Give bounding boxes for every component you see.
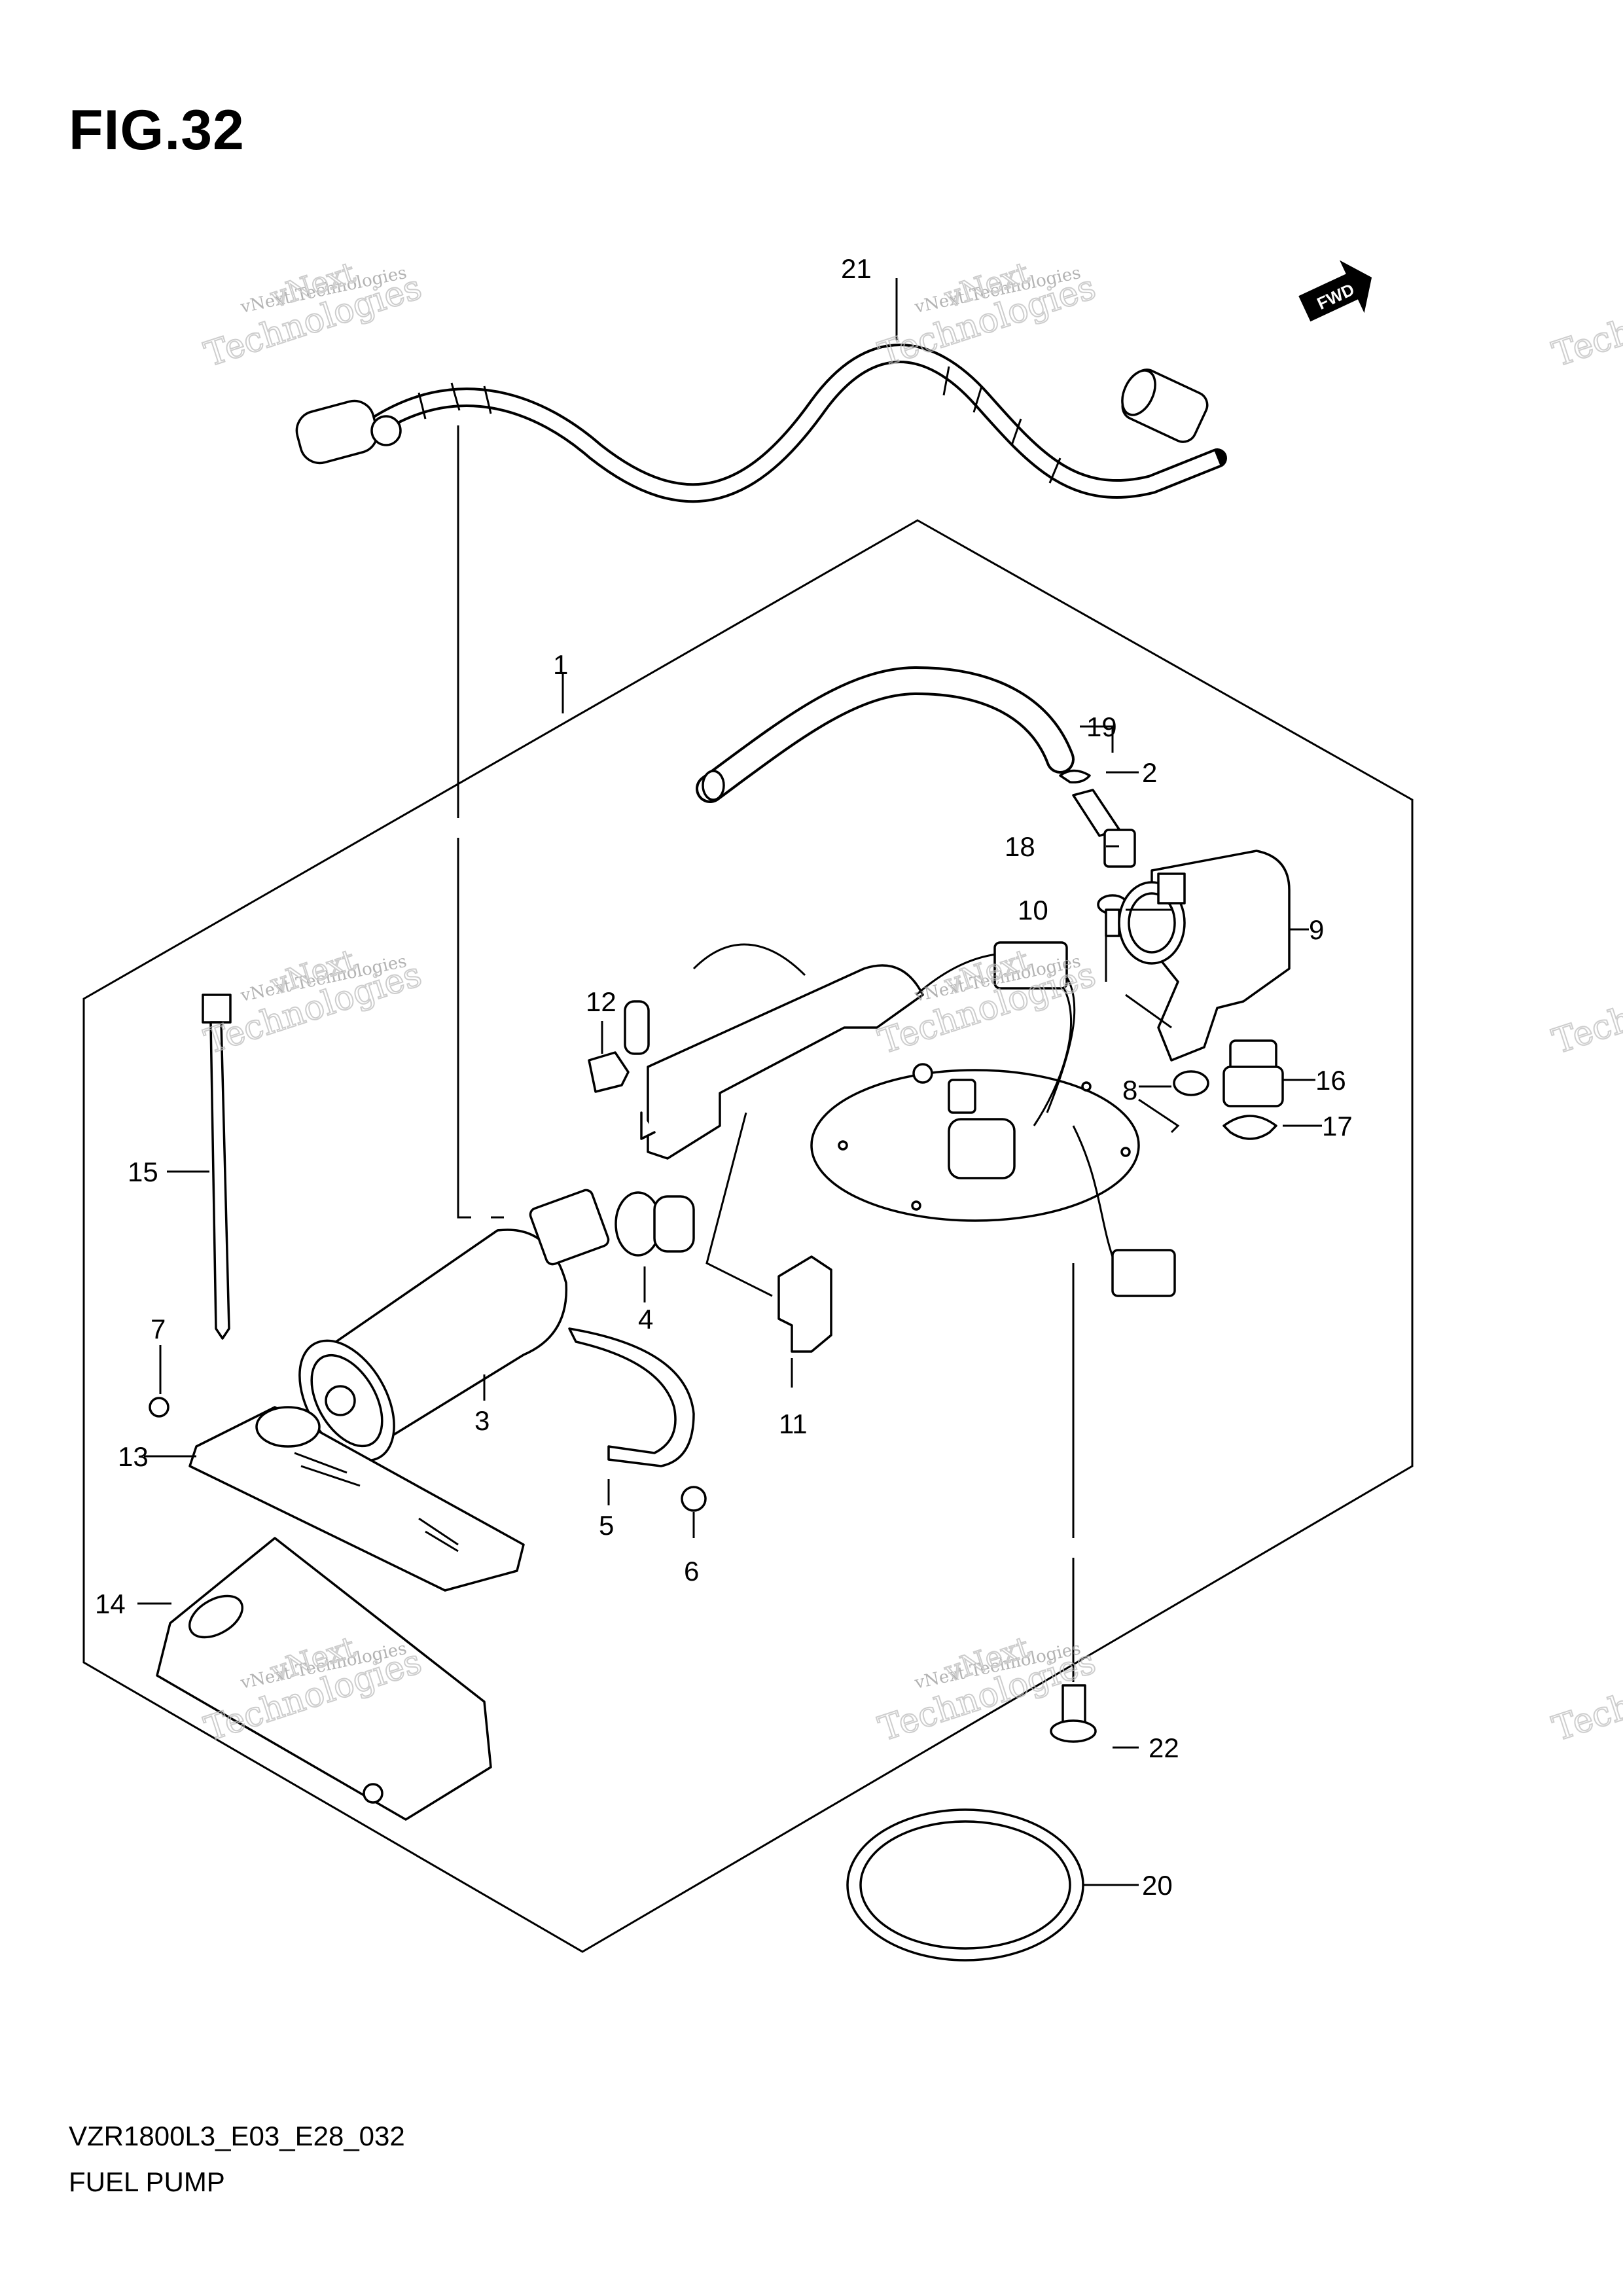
figure-model-code: VZR1800L3_E03_E28_032 [69, 2121, 405, 2151]
svg-text:Technologies: Technologies [1548, 955, 1623, 1062]
callout-22: 22 [1149, 1732, 1179, 1763]
assembly-boundary [82, 519, 1414, 1953]
part-6-screw [681, 1486, 707, 1512]
svg-text:Technologies: Technologies [1548, 268, 1623, 374]
part-7-nut [149, 1397, 169, 1418]
svg-text:Technologies: Technologies [1548, 1642, 1623, 1749]
part-9-housing [1118, 850, 1291, 1062]
part-1-pump-bracket [640, 941, 1176, 1297]
part-18-fitting [1072, 789, 1136, 868]
figure-name: FUEL PUMP [69, 2166, 225, 2197]
part-19-hose [696, 666, 1075, 803]
callout-17: 17 [1322, 1111, 1353, 1141]
part-14-cover [156, 1537, 492, 1821]
callout-20: 20 [1142, 1870, 1173, 1901]
callout-16: 16 [1315, 1065, 1346, 1096]
part-11-clamp [777, 1255, 832, 1353]
callout-19: 19 [1086, 711, 1117, 742]
part-13-filter [188, 1406, 525, 1592]
callout-10: 10 [1018, 895, 1048, 925]
callout-15: 15 [128, 1157, 158, 1187]
part-5-strap [568, 1327, 695, 1467]
part-20-seal-ring [846, 1808, 1084, 1962]
callout-21: 21 [841, 253, 872, 284]
callout-18: 18 [1005, 831, 1035, 862]
callout-9: 9 [1309, 914, 1324, 945]
callout-5: 5 [599, 1510, 614, 1541]
part-8-o-ring [1173, 1070, 1209, 1096]
leader-lines [137, 278, 1322, 1886]
callout-11: 11 [779, 1408, 808, 1439]
callout-2: 2 [1142, 757, 1157, 788]
part-2-clip [1059, 769, 1091, 784]
callout-1: 1 [553, 649, 568, 680]
callout-6: 6 [684, 1556, 699, 1587]
part-17-clip [1222, 1115, 1277, 1140]
callout-3: 3 [474, 1405, 490, 1436]
callout-7: 7 [151, 1314, 166, 1344]
callout-12: 12 [586, 986, 616, 1017]
part-21-fuel-hose [295, 344, 1227, 503]
figure-title: FIG.32 [69, 99, 245, 162]
part-4-grommet [615, 1191, 695, 1257]
part-12-connector [588, 1000, 650, 1093]
part-22-bolt [1050, 1684, 1097, 1743]
part-15-cable-tie [202, 994, 232, 1340]
callout-14: 14 [95, 1588, 126, 1619]
callout-4: 4 [638, 1304, 653, 1335]
callout-numbers: 21 1 19 2 18 10 9 12 16 8 17 15 4 7 3 11… [95, 253, 1353, 1901]
part-3-fuel-pump [298, 1189, 610, 1462]
callout-13: 13 [118, 1441, 149, 1472]
part-16-fitting [1222, 1039, 1284, 1107]
fwd-direction-badge: FWD [1298, 260, 1372, 322]
callout-8: 8 [1122, 1075, 1137, 1105]
